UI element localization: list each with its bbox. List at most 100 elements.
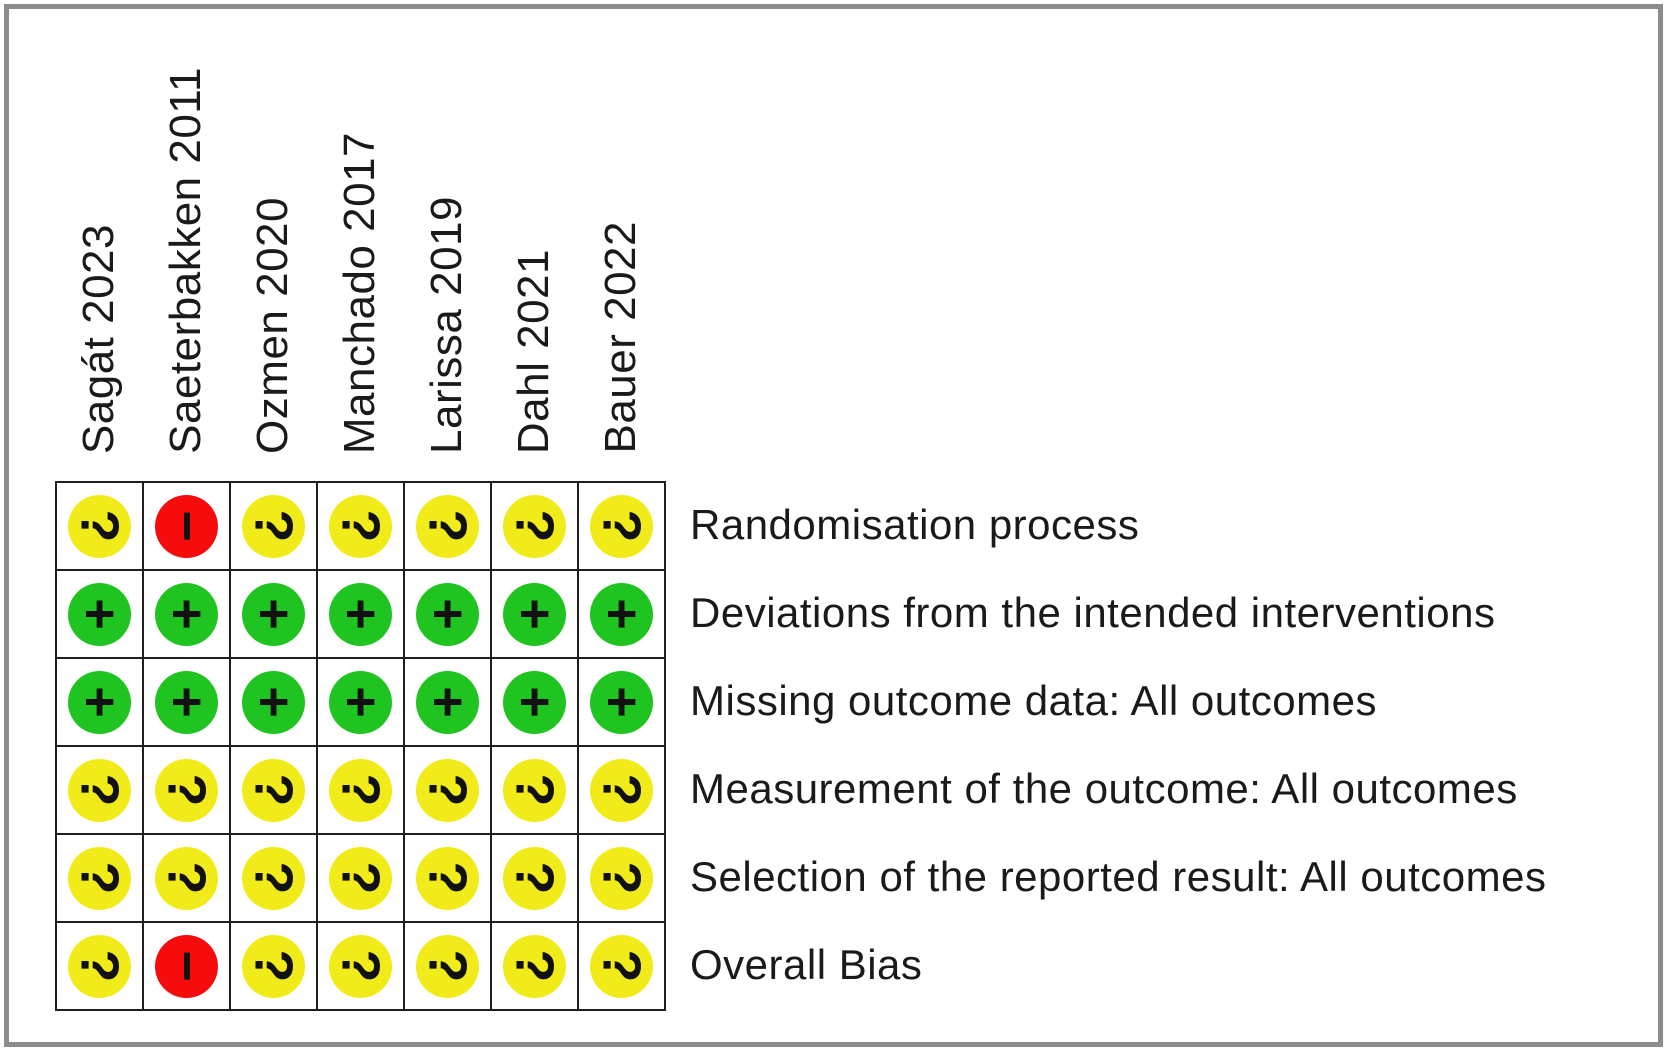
judgement-grid: ?−?????++++++++++++++???????????????−???…: [55, 481, 666, 1011]
question-mark-icon: ?: [417, 773, 478, 807]
rob-cell: ?: [578, 922, 665, 1010]
unclear-risk-circle: ?: [242, 758, 305, 822]
domain-label: Selection of the reported result: All ou…: [690, 853, 1547, 900]
rob-cell: +: [143, 658, 230, 746]
rob-cell: ?: [230, 482, 317, 570]
plus-icon: +: [504, 598, 565, 630]
study-label-slot: Manchado 2017: [316, 26, 403, 454]
rob-cell: +: [317, 570, 404, 658]
low-risk-circle: +: [416, 582, 479, 646]
rob-cell: +: [143, 570, 230, 658]
question-mark-icon: ?: [417, 861, 478, 895]
question-mark-icon: ?: [504, 773, 565, 807]
study-label: Bauer 2022: [595, 221, 645, 454]
unclear-risk-circle: ?: [503, 758, 566, 822]
unclear-risk-circle: ?: [68, 846, 131, 910]
rob-cell: −: [143, 922, 230, 1010]
unclear-risk-circle: ?: [155, 846, 218, 910]
unclear-risk-circle: ?: [155, 758, 218, 822]
rob-cell: +: [491, 658, 578, 746]
rob-cell: +: [578, 570, 665, 658]
low-risk-circle: +: [242, 582, 305, 646]
unclear-risk-circle: ?: [242, 934, 305, 998]
rob-cell: +: [230, 570, 317, 658]
plus-icon: +: [417, 598, 478, 630]
question-mark-icon: ?: [243, 509, 304, 543]
rob-cell: ?: [143, 834, 230, 922]
study-label: Ozmen 2020: [247, 197, 297, 454]
unclear-risk-circle: ?: [590, 934, 653, 998]
unclear-risk-circle: ?: [68, 758, 131, 822]
rob-cell: ?: [404, 922, 491, 1010]
unclear-risk-circle: ?: [242, 494, 305, 558]
domain-label: Missing outcome data: All outcomes: [690, 677, 1377, 724]
question-mark-icon: ?: [417, 949, 478, 983]
plus-icon: +: [591, 598, 652, 630]
question-mark-icon: ?: [591, 949, 652, 983]
question-mark-icon: ?: [591, 861, 652, 895]
unclear-risk-circle: ?: [416, 934, 479, 998]
study-label-slot: Saeterbakken 2011: [142, 26, 229, 454]
domain-label: Randomisation process: [690, 501, 1140, 548]
rob-cell: ?: [230, 834, 317, 922]
minus-icon: −: [156, 510, 217, 542]
study-label-slot: Bauer 2022: [577, 26, 664, 454]
rob-cell: ?: [578, 746, 665, 834]
rob-cell: +: [404, 570, 491, 658]
unclear-risk-circle: ?: [329, 494, 392, 558]
unclear-risk-circle: ?: [416, 846, 479, 910]
rob-cell: ?: [491, 922, 578, 1010]
rob-cell: +: [578, 658, 665, 746]
unclear-risk-circle: ?: [242, 846, 305, 910]
rob-cell: ?: [404, 482, 491, 570]
unclear-risk-circle: ?: [416, 758, 479, 822]
rob-cell: +: [56, 658, 143, 746]
low-risk-circle: +: [155, 670, 218, 734]
question-mark-icon: ?: [69, 509, 130, 543]
domain-label: Deviations from the intended interventio…: [690, 589, 1496, 636]
question-mark-icon: ?: [156, 861, 217, 895]
study-label: Manchado 2017: [334, 131, 384, 454]
rob-cell: ?: [56, 746, 143, 834]
rob-cell: ?: [404, 834, 491, 922]
low-risk-circle: +: [416, 670, 479, 734]
plus-icon: +: [330, 598, 391, 630]
unclear-risk-circle: ?: [503, 494, 566, 558]
study-label-slot: Larissa 2019: [403, 26, 490, 454]
unclear-risk-circle: ?: [329, 758, 392, 822]
rob-cell: +: [491, 570, 578, 658]
low-risk-circle: +: [68, 670, 131, 734]
question-mark-icon: ?: [69, 861, 130, 895]
low-risk-circle: +: [590, 670, 653, 734]
question-mark-icon: ?: [243, 861, 304, 895]
high-risk-circle: −: [155, 934, 218, 998]
question-mark-icon: ?: [417, 509, 478, 543]
rob-cell: ?: [578, 834, 665, 922]
study-label-slot: Sagát 2023: [55, 26, 142, 454]
question-mark-icon: ?: [330, 773, 391, 807]
study-label-slot: Dahl 2021: [490, 26, 577, 454]
unclear-risk-circle: ?: [503, 846, 566, 910]
unclear-risk-circle: ?: [329, 934, 392, 998]
domain-label: Overall Bias: [690, 941, 923, 988]
rob-cell: ?: [317, 482, 404, 570]
low-risk-circle: +: [155, 582, 218, 646]
plus-icon: +: [243, 598, 304, 630]
plus-icon: +: [330, 686, 391, 718]
unclear-risk-circle: ?: [590, 758, 653, 822]
unclear-risk-circle: ?: [68, 494, 131, 558]
rob-cell: ?: [491, 482, 578, 570]
study-label: Larissa 2019: [421, 196, 471, 454]
plus-icon: +: [69, 686, 130, 718]
study-label: Sagát 2023: [73, 223, 123, 454]
question-mark-icon: ?: [330, 861, 391, 895]
study-label: Saeterbakken 2011: [160, 67, 210, 454]
rob-cell: ?: [317, 922, 404, 1010]
plus-icon: +: [504, 686, 565, 718]
question-mark-icon: ?: [330, 509, 391, 543]
low-risk-circle: +: [503, 582, 566, 646]
study-label: Dahl 2021: [508, 248, 558, 454]
low-risk-circle: +: [503, 670, 566, 734]
unclear-risk-circle: ?: [68, 934, 131, 998]
